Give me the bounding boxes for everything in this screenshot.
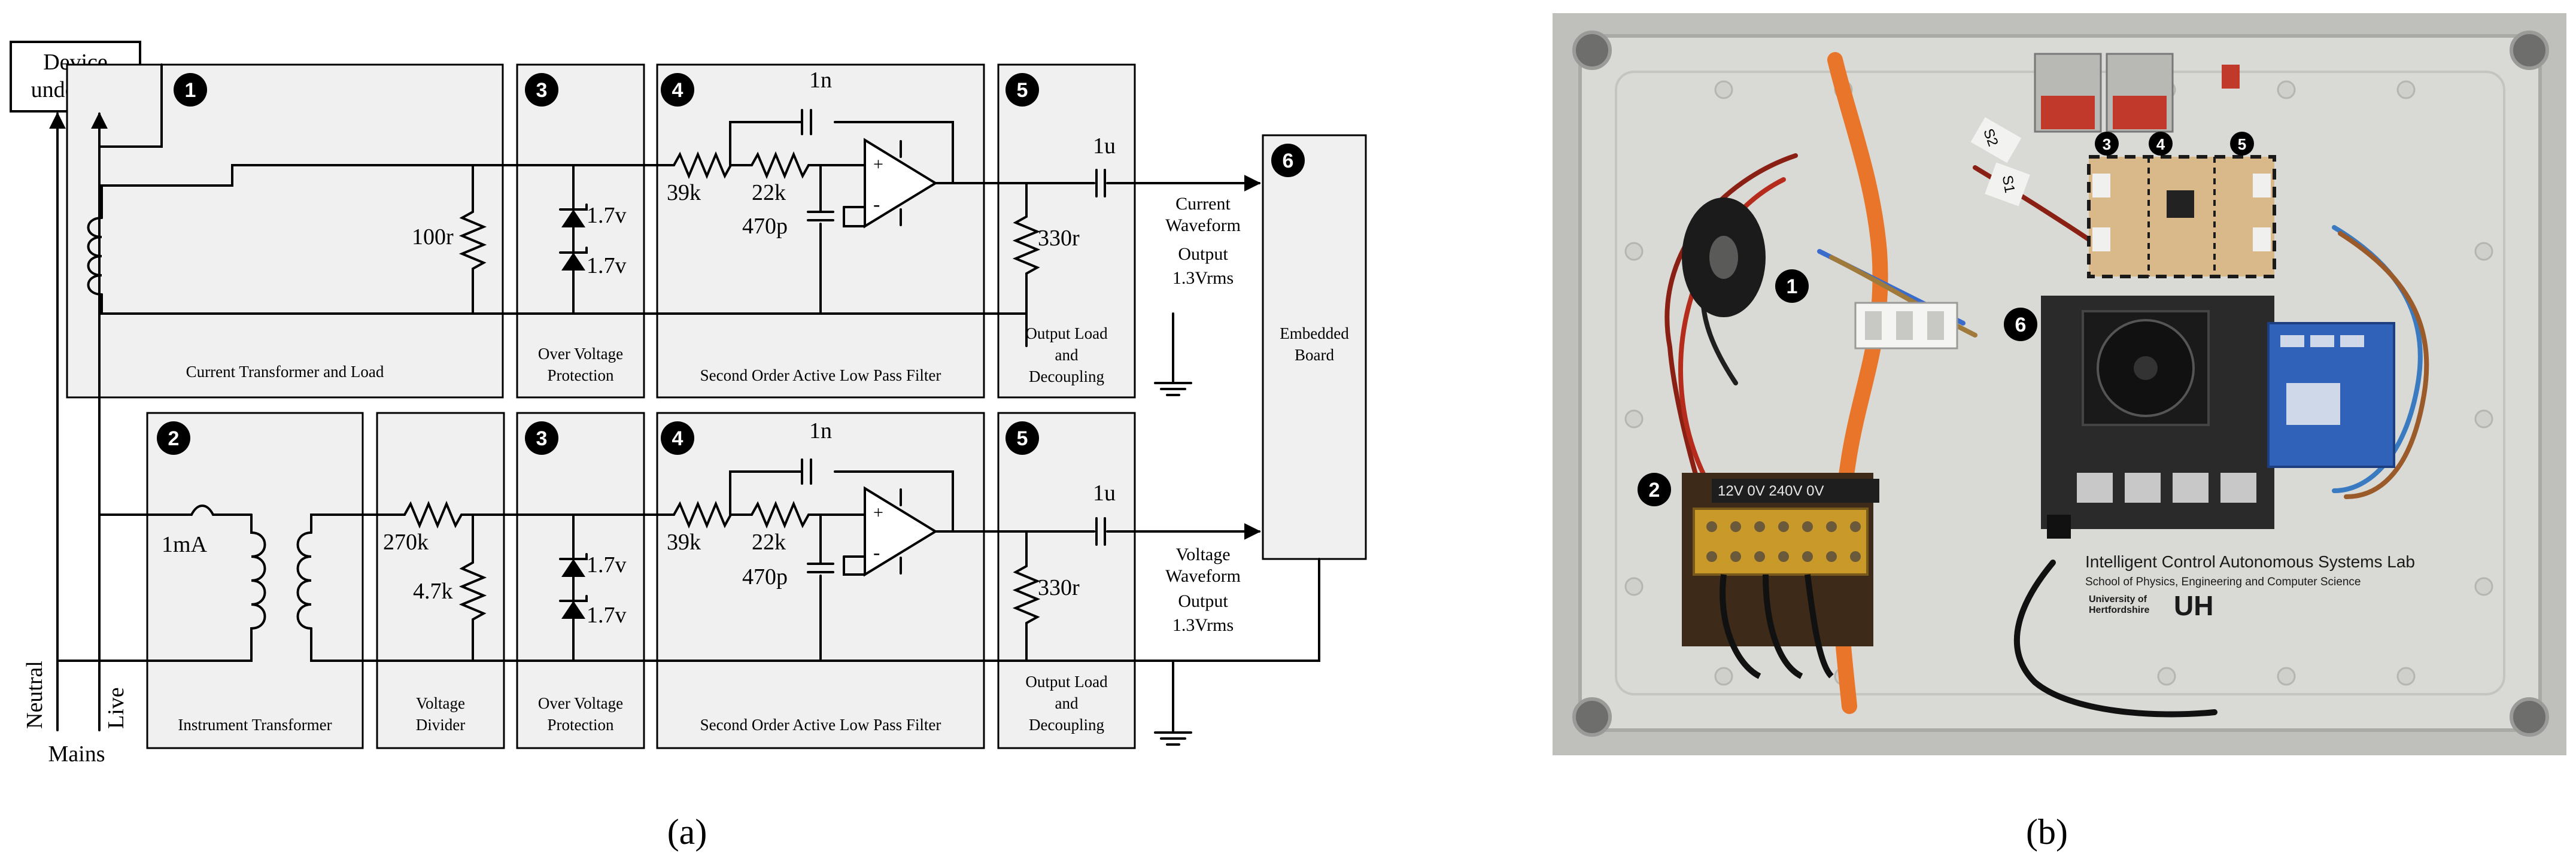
label-zener2-bottom: 1.7v <box>587 603 627 628</box>
caption-output-top-3: Decoupling <box>1029 367 1104 385</box>
label-1u-top: 1u <box>1093 133 1116 159</box>
label-39k-bottom: 39k <box>667 530 701 555</box>
marker-6: 6 <box>2015 314 2027 336</box>
panel-a-label: (a) <box>667 812 707 852</box>
voltage-output-4: 1.3Vrms <box>1172 615 1234 635</box>
badge-3-top: 3 <box>536 79 548 102</box>
live-label: Live <box>104 687 129 729</box>
hardware-photo: 12V 0V 240V 0V S2 S1 Int <box>1553 13 2566 852</box>
screw-icon <box>1572 697 1612 737</box>
caption-ovp-top-1: Over Voltage <box>538 345 623 363</box>
block-embedded-board <box>1262 134 1367 560</box>
badge-1: 1 <box>185 79 196 102</box>
current-output-1: Current <box>1175 194 1231 214</box>
uni-small-1: University of <box>2089 594 2147 604</box>
label-39k-top: 39k <box>667 180 701 205</box>
label-1u-bottom: 1u <box>1093 481 1116 506</box>
screw-terminal-strip <box>1693 508 1869 576</box>
label-330r-top: 330r <box>1038 226 1080 251</box>
current-output-4: 1.3Vrms <box>1172 268 1234 288</box>
badge-5-top: 5 <box>1017 79 1028 102</box>
label-zener2-top: 1.7v <box>587 253 627 278</box>
uni-small-2: Hertfordshire <box>2089 605 2149 615</box>
label-270k: 270k <box>383 530 429 555</box>
label-330r-bottom: 330r <box>1038 575 1080 600</box>
lab-title: Intelligent Control Autonomous Systems L… <box>2085 552 2415 571</box>
current-output-3: Output <box>1178 244 1228 264</box>
block-over-voltage-bottom <box>516 412 645 749</box>
block-output-bottom <box>997 412 1136 749</box>
caption-output-top-1: Output Load <box>1025 324 1108 342</box>
screw-icon <box>1572 31 1612 70</box>
caption-divider-2: Divider <box>416 716 465 734</box>
label-100r: 100r <box>412 224 454 250</box>
badge-3-bottom: 3 <box>536 427 548 450</box>
marker-1: 1 <box>1787 275 1798 298</box>
caption-instrument-transformer: Instrument Transformer <box>178 716 332 734</box>
marker-2: 2 <box>1649 479 1660 502</box>
label-1n-bottom: 1n <box>809 418 832 443</box>
marker-5: 5 <box>2238 135 2246 153</box>
transformer-rating-text: 12V 0V 240V 0V <box>1718 483 1824 499</box>
label-22k-bottom: 22k <box>752 530 786 555</box>
badge-4-bottom: 4 <box>672 427 684 450</box>
block-output-top <box>997 63 1136 399</box>
caption-output-bottom-2: and <box>1055 694 1079 712</box>
current-output-2: Waveform <box>1165 215 1241 235</box>
badge-5-bottom: 5 <box>1017 427 1028 450</box>
marker-3: 3 <box>2103 135 2111 153</box>
circuit-diagram: Device under test 1 3 4 5 2 3 4 5 6 Curr… <box>10 41 1367 852</box>
screw-icon <box>2510 31 2549 70</box>
lab-subtitle: School of Physics, Engineering and Compu… <box>2085 576 2361 588</box>
panel-b-label: (b) <box>2026 812 2068 852</box>
caption-embedded-2: Board <box>1295 346 1334 364</box>
badge-4-top: 4 <box>672 79 684 102</box>
voltage-output-3: Output <box>1178 591 1228 611</box>
uh-logo: UH <box>2174 590 2213 621</box>
caption-current-transformer: Current Transformer and Load <box>186 363 384 381</box>
caption-output-top-2: and <box>1055 346 1079 364</box>
marker-4: 4 <box>2156 135 2165 153</box>
badge-6: 6 <box>1283 150 1294 172</box>
voltage-output-2: Waveform <box>1165 566 1241 586</box>
label-1n-top: 1n <box>809 68 832 93</box>
switch-icon <box>2222 65 2240 89</box>
wire-tag-s1: S1 <box>1999 174 2018 195</box>
label-zener1-bottom: 1.7v <box>587 552 627 578</box>
screw-icon <box>2510 697 2549 737</box>
caption-ovp-bottom-2: Protection <box>548 716 614 734</box>
caption-divider-1: Voltage <box>416 694 465 712</box>
caption-filter-bottom: Second Order Active Low Pass Filter <box>700 716 941 734</box>
caption-filter-top: Second Order Active Low Pass Filter <box>700 366 941 384</box>
caption-ovp-top-2: Protection <box>548 366 614 384</box>
neutral-label: Neutral <box>22 661 47 729</box>
mains-label: Mains <box>48 742 105 767</box>
voltage-output-1: Voltage <box>1175 545 1230 564</box>
label-22k-top: 22k <box>752 180 786 205</box>
badge-2: 2 <box>168 427 180 450</box>
block-over-voltage-top <box>516 63 645 399</box>
caption-output-bottom-3: Decoupling <box>1029 716 1104 734</box>
caption-output-bottom-1: Output Load <box>1025 673 1108 691</box>
label-zener1-top: 1.7v <box>587 203 627 228</box>
label-4-7k: 4.7k <box>413 579 453 604</box>
caption-ovp-bottom-1: Over Voltage <box>538 694 623 712</box>
label-470p-bottom: 470p <box>742 564 788 590</box>
block-current-transformer <box>66 63 504 399</box>
label-470p-top: 470p <box>742 214 788 239</box>
label-1ma: 1mA <box>162 532 208 557</box>
caption-embedded-1: Embedded <box>1280 324 1349 342</box>
block-voltage-divider <box>376 412 505 749</box>
